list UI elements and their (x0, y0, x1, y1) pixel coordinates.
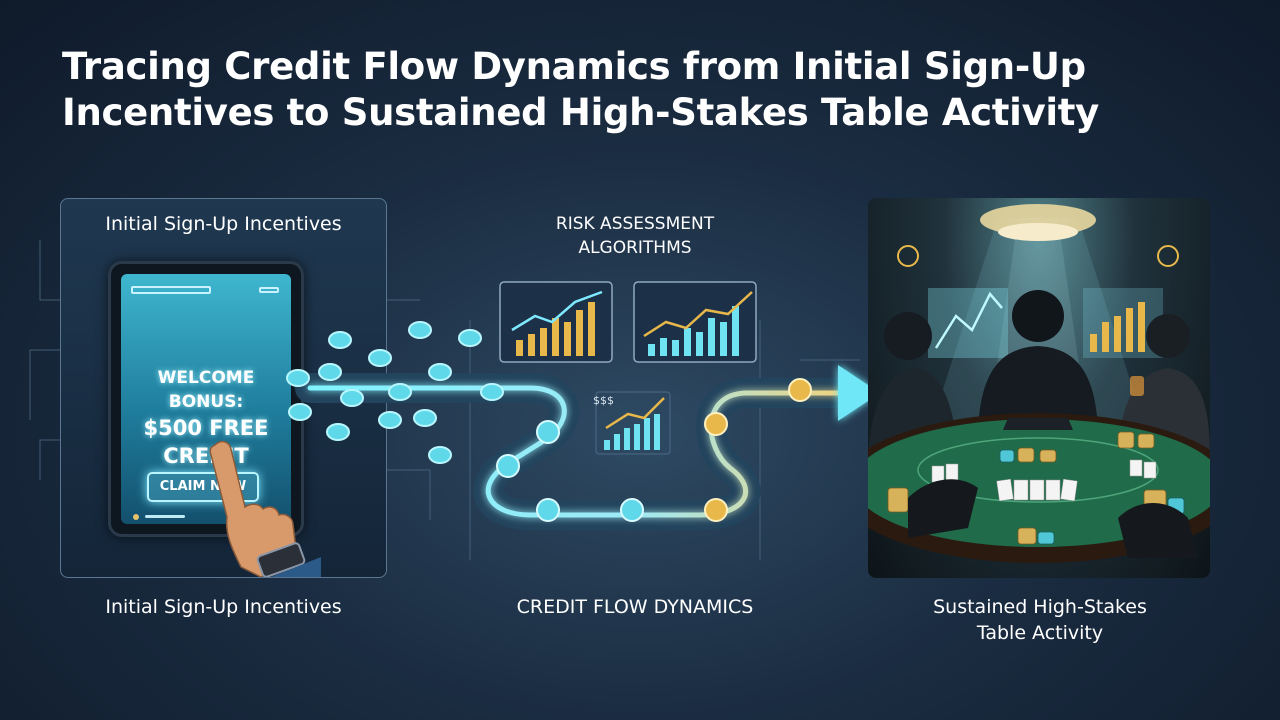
small-chart-label: $$$ (593, 394, 614, 407)
caption-signup-incentives: Initial Sign-Up Incentives (105, 596, 342, 618)
list-bullet-icon (133, 514, 139, 520)
tablet-screen: WELCOME BONUS: $500 FREE CREDIT CLAIM NO… (121, 274, 291, 524)
high-stakes-table-panel (868, 198, 1210, 578)
chandelier-icon (980, 204, 1096, 241)
screen-menu-icon (259, 287, 279, 293)
welcome-bonus-line-1: WELCOME BONUS: (157, 368, 255, 412)
caption-high-stakes-activity: Sustained High-Stakes Table Activity (880, 594, 1200, 646)
page-title-line-2: Incentives to Sustained High-Stakes Tabl… (62, 91, 1099, 134)
page-title: Tracing Credit Flow Dynamics from Initia… (62, 44, 1222, 136)
pointing-hand-icon (209, 440, 321, 577)
tablet-device: WELCOME BONUS: $500 FREE CREDIT CLAIM NO… (108, 261, 304, 537)
signup-incentives-panel: Initial Sign-Up Incentives WELCOME BONUS… (60, 198, 387, 578)
caption-credit-flow-dynamics: CREDIT FLOW DYNAMICS (516, 596, 754, 618)
risk-assessment-label: RISK ASSESSMENT ALGORITHMS (500, 212, 770, 260)
casino-table-scene (868, 204, 1210, 563)
risk-chart-card-left (499, 281, 613, 363)
signup-panel-heading: Initial Sign-Up Incentives (105, 213, 342, 235)
caption-high-stakes-line-2: Table Activity (976, 622, 1104, 644)
screen-address-bar (131, 286, 211, 294)
risk-assessment-label-line-2: ALGORITHMS (578, 238, 692, 258)
small-growth-chart (595, 391, 671, 455)
risk-assessment-label-line-1: RISK ASSESSMENT (555, 214, 715, 234)
page-title-line-1: Tracing Credit Flow Dynamics from Initia… (62, 45, 1086, 88)
risk-chart-card-right (633, 281, 757, 363)
welcome-bonus-line-2: $500 FREE (143, 416, 269, 440)
caption-high-stakes-line-1: Sustained High-Stakes (933, 596, 1147, 618)
list-line (145, 515, 185, 518)
